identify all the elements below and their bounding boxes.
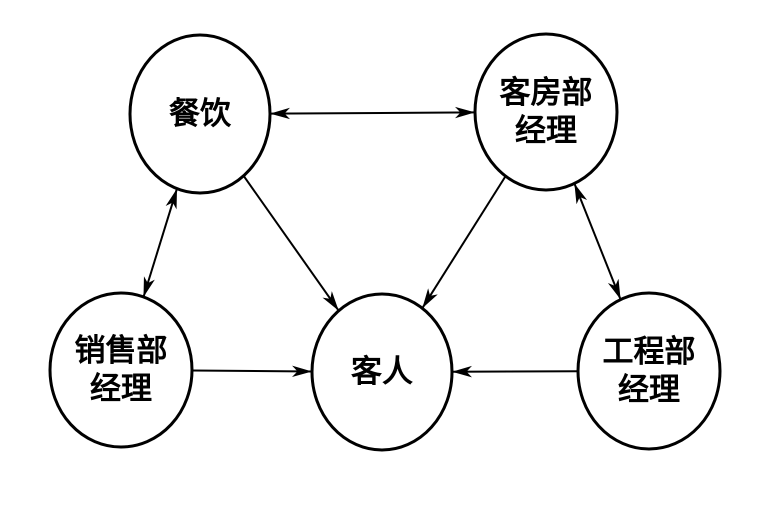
node-kefangbu-jingli: 客房部经理 <box>473 32 619 192</box>
edges-layer <box>142 106 622 378</box>
nodes-layer: 餐饮客房部经理销售部经理客人工程部经理 <box>48 32 722 452</box>
edge-canyin--kefangbu-jingli-bidirectional-arrow <box>269 106 476 120</box>
edge-canyin--xiaoshoubu-jingli-bidirectional-arrow <box>142 188 178 298</box>
node-label-line: 餐饮 <box>169 96 232 132</box>
node-ellipse-keren <box>310 292 454 452</box>
node-label-line: 工程部 <box>603 334 696 370</box>
node-ellipse-kefangbu-jingli <box>473 32 619 192</box>
node-label-line: 经理 <box>515 113 577 149</box>
node-keren: 客人 <box>310 292 454 452</box>
node-ellipse-gongchengbu-jingli <box>576 291 722 451</box>
node-label-line: 客房部 <box>500 75 593 111</box>
node-label-xiaoshoubu-jingli: 销售部经理 <box>75 333 168 407</box>
node-gongchengbu-jingli: 工程部经理 <box>576 291 722 451</box>
edge-kefangbu-jingli--gongchengbu-jingli-bidirectional-arrow <box>573 183 622 300</box>
node-ellipse-xiaoshoubu-jingli <box>48 291 194 449</box>
node-xiaoshoubu-jingli: 销售部经理 <box>48 291 194 449</box>
node-label-line: 经理 <box>90 371 152 407</box>
edge-xiaoshoubu-jingli--keren-arrow <box>191 365 313 378</box>
node-label-line: 客人 <box>351 354 413 390</box>
edge-canyin--keren-arrow <box>242 175 340 312</box>
edge-kefangbu-jingli--keren-arrow <box>421 175 507 309</box>
node-label-kefangbu-jingli: 客房部经理 <box>500 75 593 149</box>
node-label-keren: 客人 <box>351 354 413 390</box>
node-label-gongchengbu-jingli: 工程部经理 <box>603 334 696 408</box>
node-label-line: 销售部 <box>75 333 168 369</box>
node-ellipse-canyin <box>128 33 272 195</box>
node-canyin: 餐饮 <box>128 33 272 195</box>
node-label-line: 经理 <box>618 372 680 408</box>
node-label-canyin: 餐饮 <box>169 96 232 132</box>
